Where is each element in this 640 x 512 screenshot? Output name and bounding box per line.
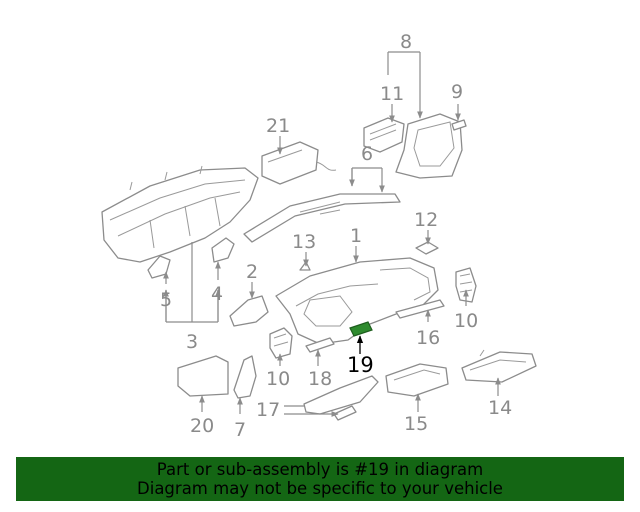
part-2-bracket — [229, 295, 269, 327]
part-20-knee-bolster — [177, 355, 229, 397]
callout-13: 13 — [292, 231, 316, 253]
part-10-vent-left — [269, 327, 293, 359]
part-1-instrument-panel — [275, 257, 439, 345]
callout-4: 4 — [211, 283, 223, 305]
part-13-clip — [299, 261, 311, 271]
part-11-center-vent — [363, 117, 405, 153]
leader-lines — [163, 51, 501, 414]
callout-8: 8 — [400, 31, 412, 53]
parts-diagram: 8 11 9 21 6 12 13 1 2 5 4 3 10 16 10 18 … — [101, 31, 537, 441]
callout-21: 21 — [266, 115, 290, 137]
callout-2: 2 — [246, 261, 258, 283]
callout-16: 17 — [256, 399, 280, 421]
part-21-airbag — [261, 141, 337, 185]
info-banner: Part or sub-assembly is #19 in diagram D… — [16, 457, 624, 501]
part-7-side-panel — [233, 355, 257, 399]
part-6-defroster-panel — [243, 193, 401, 243]
callout-20: 20 — [190, 415, 214, 437]
callout-14: 14 — [488, 397, 512, 419]
callout-5: 5 — [160, 289, 172, 311]
callout-15: 15 — [404, 413, 428, 435]
part-5-bracket — [147, 255, 171, 279]
part-18-trim — [305, 337, 335, 353]
callout-18: 18 — [308, 368, 332, 390]
callout-1: 1 — [350, 225, 362, 247]
part-3-dash-frame — [101, 165, 259, 263]
callout-3: 3 — [186, 331, 198, 353]
part-4-bracket — [211, 237, 235, 263]
banner-line-1: Part or sub-assembly is #19 in diagram — [156, 460, 484, 479]
callout-19-highlighted: 19 — [347, 353, 374, 377]
part-14-control-module — [461, 349, 537, 383]
callout-10-right: 10 — [454, 310, 478, 332]
part-15-console-module — [385, 363, 449, 397]
callout-6: 6 — [361, 143, 373, 165]
callout-11: 11 — [380, 83, 404, 105]
part-12-grille — [415, 241, 439, 255]
callout-12: 12 — [414, 209, 438, 231]
callout-17: 16 — [416, 327, 440, 349]
part-17-trim-strip — [395, 299, 445, 319]
part-19-highlighted — [349, 321, 373, 337]
part-9-clip — [451, 119, 467, 131]
banner-line-2: Diagram may not be specific to your vehi… — [137, 479, 503, 498]
callout-labels: 8 11 9 21 6 12 13 1 2 5 4 3 10 16 10 18 … — [160, 31, 512, 441]
part-8-center-bezel — [395, 113, 463, 179]
callout-10-left: 10 — [266, 368, 290, 390]
callout-9: 9 — [451, 81, 463, 103]
callout-7: 7 — [234, 419, 246, 441]
